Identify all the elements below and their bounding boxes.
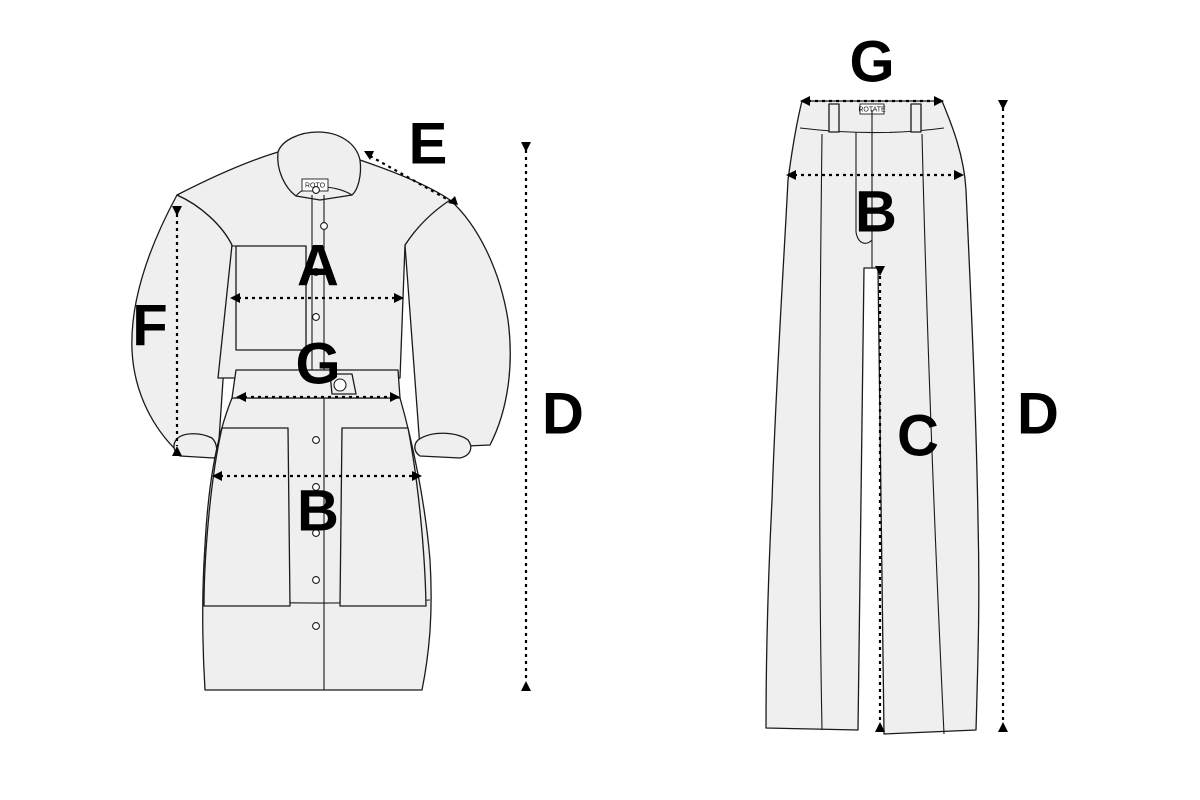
trousers-belt-loop-right xyxy=(910,103,922,133)
dress-belt-button xyxy=(333,378,347,392)
trousers-measurements xyxy=(786,96,1008,732)
arrow-sleeve-top xyxy=(172,206,182,216)
dress-collar xyxy=(277,131,362,201)
arrow-chest-left xyxy=(230,293,240,303)
dress-right-cuff xyxy=(414,432,472,459)
label-dress-chest: A xyxy=(297,233,339,298)
arrow-shoulder-top xyxy=(364,151,374,160)
trousers-waistband xyxy=(799,127,945,134)
label-dress-length: D xyxy=(542,381,584,446)
dress-measurements xyxy=(172,142,531,691)
arrow-inseam-top xyxy=(875,266,885,276)
arrow-sleeve-bottom xyxy=(172,446,182,456)
dress-buttons xyxy=(312,186,328,630)
label-dress-shoulder: E xyxy=(409,111,448,176)
arrow-trousers-waist-right xyxy=(934,96,944,106)
arrow-dress-length-top xyxy=(521,142,531,152)
arrow-trousers-waist-left xyxy=(800,96,810,106)
label-trousers-hip: B xyxy=(855,179,897,244)
label-dress-hip: B xyxy=(297,478,339,543)
arrow-trousers-length-bottom xyxy=(998,722,1008,732)
label-dress-sleeve: F xyxy=(132,293,167,358)
label-dress-waist: G xyxy=(295,331,340,396)
trousers-left-crease xyxy=(819,133,823,731)
arrow-trousers-hip-right xyxy=(954,170,964,180)
arrow-dress-waist-left xyxy=(236,392,246,402)
arrow-shoulder-bottom xyxy=(448,196,458,205)
arrow-dress-length-bottom xyxy=(521,681,531,691)
trousers-illustration: ROTATE xyxy=(765,100,980,735)
dress-right-patch-pocket xyxy=(339,427,427,607)
arrow-trousers-hip-left xyxy=(786,170,796,180)
measure-line-shoulder xyxy=(369,155,453,203)
arrow-dress-hip-left xyxy=(212,471,222,481)
trousers-belt-loop-left xyxy=(828,103,840,133)
shirt-dress-illustration: ROTO xyxy=(131,131,511,691)
dress-right-sleeve xyxy=(404,199,511,449)
arrow-trousers-length-top xyxy=(998,100,1008,110)
dress-brand-tag-text: ROTO xyxy=(305,182,326,189)
trousers-fly xyxy=(855,132,873,244)
dress-left-patch-pocket xyxy=(203,427,291,607)
trousers-brand-tag-text: ROTATE xyxy=(858,106,886,113)
dress-belt xyxy=(231,369,401,399)
arrow-chest-right xyxy=(394,293,404,303)
trousers-right-crease xyxy=(921,133,945,735)
arrow-inseam-bottom xyxy=(875,722,885,732)
label-trousers-length: D xyxy=(1017,381,1059,446)
label-trousers-inseam: C xyxy=(897,403,939,468)
arrow-dress-hip-right xyxy=(412,471,422,481)
arrow-dress-waist-right xyxy=(390,392,400,402)
dress-placket xyxy=(311,195,325,690)
label-trousers-waist: G xyxy=(849,29,894,94)
